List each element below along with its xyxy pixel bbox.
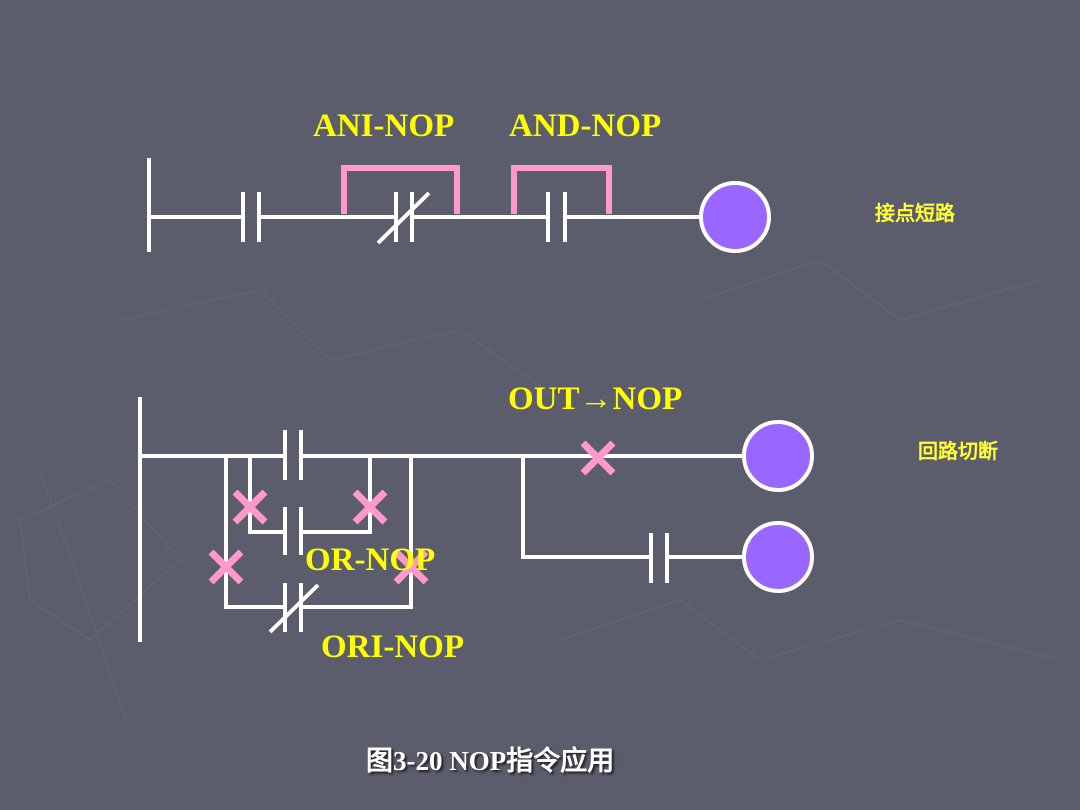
- ani-nop-short-bracket: [341, 165, 460, 214]
- ori-branch-wire: [301, 456, 413, 609]
- parallel-branch-wire: [521, 456, 651, 559]
- out-nop-label: OUT→NOP: [508, 381, 683, 417]
- circuit-cut-note: 回路切断: [918, 439, 998, 463]
- or-no-contact[interactable]: [283, 507, 303, 555]
- or-nop-label: OR-NOP: [305, 542, 436, 578]
- ori-nop-label: ORI-NOP: [321, 629, 464, 665]
- contact-short-note: 接点短路: [875, 201, 955, 225]
- cut-mark-icon: [208, 549, 244, 585]
- no-contact-2[interactable]: [546, 192, 567, 242]
- cut-mark-icon: [580, 440, 616, 476]
- output-coil-2[interactable]: [742, 521, 814, 593]
- no-contact-1[interactable]: [241, 192, 261, 242]
- cut-mark-icon: [393, 549, 429, 585]
- or-branch-wire: [301, 456, 372, 534]
- background-decoration: [19, 259, 1061, 731]
- and-nop-label: AND-NOP: [509, 108, 662, 144]
- figure-caption: 图3-20 NOP指令应用: [366, 746, 615, 776]
- ori-nc-contact[interactable]: [268, 583, 320, 634]
- cut-mark-icon: [232, 489, 268, 525]
- output-coil[interactable]: [699, 181, 771, 253]
- top-rung: [147, 158, 771, 253]
- cut-mark-icon: [352, 489, 388, 525]
- bottom-rung: [138, 397, 814, 642]
- ani-nop-label: ANI-NOP: [313, 108, 455, 144]
- parallel-no-contact[interactable]: [649, 533, 669, 583]
- ori-branch-wire: [224, 456, 285, 609]
- main-no-contact[interactable]: [283, 430, 303, 480]
- and-nop-short-bracket: [511, 165, 612, 214]
- output-coil-1[interactable]: [742, 420, 814, 492]
- or-branch-wire: [248, 456, 285, 534]
